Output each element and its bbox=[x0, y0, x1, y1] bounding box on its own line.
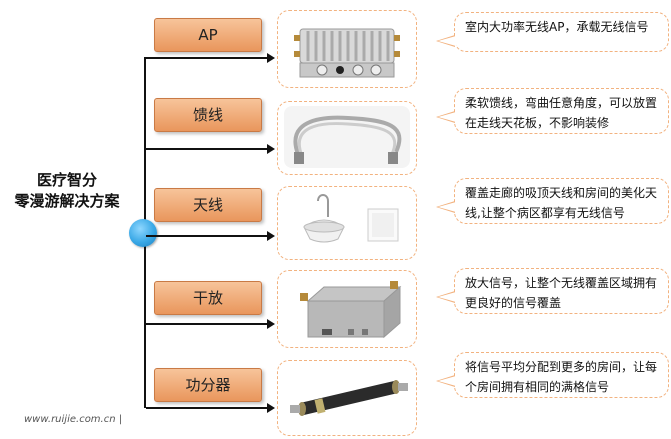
ceiling-antenna-icon bbox=[303, 194, 399, 243]
ap-device-icon bbox=[294, 28, 400, 78]
desc-antenna: 覆盖走廊的吸顶天线和房间的美化天线,让整个病区都享有无线信号 bbox=[436, 178, 669, 224]
arrow-splitter bbox=[146, 403, 275, 413]
title-line-1: 医疗智分 bbox=[36, 171, 97, 189]
footer-url: www.ruijie.com.cn | bbox=[24, 414, 123, 425]
photo-splitter bbox=[277, 360, 417, 436]
feeder-cable-icon bbox=[284, 106, 410, 168]
arrow-amplifier bbox=[146, 319, 275, 329]
photo-amplifier bbox=[277, 270, 417, 348]
photo-antenna bbox=[277, 186, 417, 260]
arrow-antenna bbox=[146, 231, 275, 241]
arrow-feeder bbox=[146, 144, 275, 154]
label-antenna: 天线 bbox=[154, 188, 262, 222]
photo-ap bbox=[277, 10, 417, 88]
title-line-2: 零漫游解决方案 bbox=[14, 192, 120, 210]
desc-feeder: 柔软馈线，弯曲任意角度，可以放置在走线天花板，不影响装修 bbox=[436, 88, 669, 134]
label-amplifier: 干放 bbox=[154, 281, 262, 315]
desc-ap: 室内大功率无线AP，承载无线信号 bbox=[436, 12, 669, 52]
photo-feeder bbox=[277, 101, 417, 175]
main-title: 医疗智分 零漫游解决方案 bbox=[4, 170, 130, 212]
desc-splitter: 将信号平均分配到更多的房间，让每个房间拥有相同的满格信号 bbox=[436, 352, 669, 398]
label-ap: AP bbox=[154, 18, 262, 52]
label-feeder: 馈线 bbox=[154, 98, 262, 132]
arrow-ap bbox=[146, 53, 275, 63]
amplifier-icon bbox=[300, 281, 402, 339]
power-splitter-icon bbox=[290, 380, 408, 416]
label-splitter: 功分器 bbox=[154, 368, 262, 402]
hub-circle-icon bbox=[129, 219, 157, 247]
desc-amplifier: 放大信号，让整个无线覆盖区域拥有更良好的信号覆盖 bbox=[436, 268, 669, 314]
